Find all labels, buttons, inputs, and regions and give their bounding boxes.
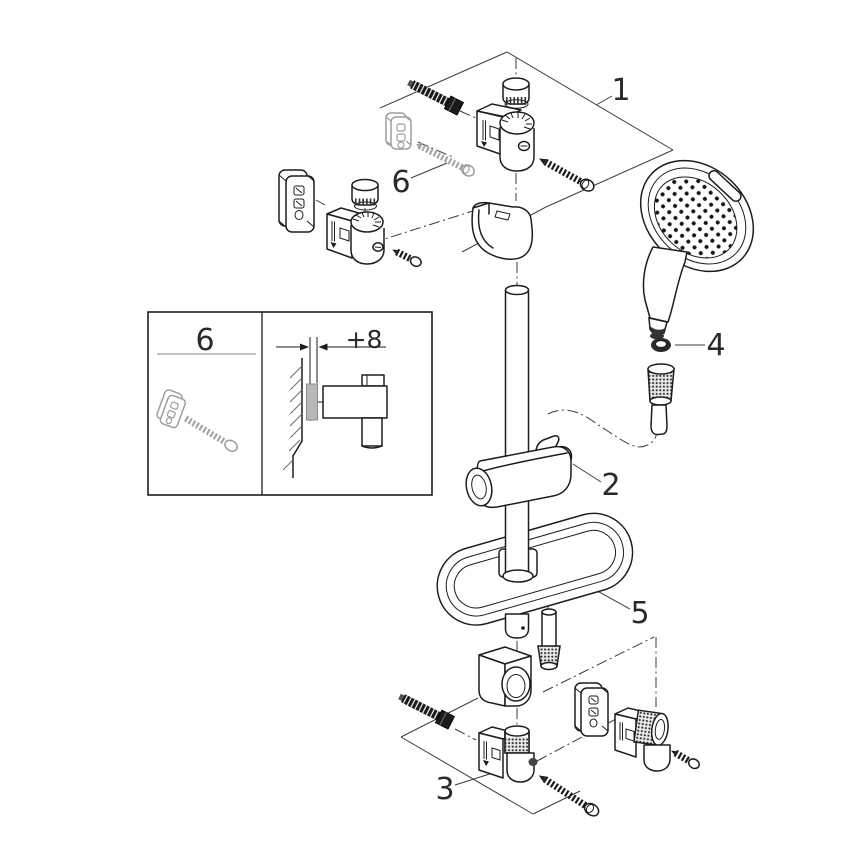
wall-section <box>282 358 303 478</box>
bracket-cap-left <box>351 178 379 211</box>
wall-plate-left <box>278 169 315 233</box>
callout-1: 1 <box>611 73 630 108</box>
inset-right-panel <box>276 337 388 478</box>
hose-washer <box>651 338 671 352</box>
bracket-screw-bottom <box>538 775 600 817</box>
holder-cover <box>471 201 534 260</box>
bracket-screw-left <box>392 248 422 268</box>
bracket-cap-top <box>502 77 530 109</box>
fixing-bolt-top <box>407 79 465 116</box>
bracket-screw-right <box>671 749 700 770</box>
wall-bracket-right <box>614 707 671 772</box>
inset-left-panel <box>156 353 256 452</box>
wall-plug-top <box>385 112 412 150</box>
plug-screw-top <box>416 142 475 177</box>
elbow-cover <box>478 646 532 707</box>
spline-ribs-left <box>352 212 381 228</box>
wall-bracket-top <box>476 103 535 172</box>
inset-callout-6: 6 <box>195 323 214 358</box>
bracket-side-view <box>318 374 388 449</box>
inset-dimension-label: +8 <box>346 325 383 354</box>
centerline-axes <box>315 58 658 762</box>
shower-holder-slider <box>465 435 573 509</box>
callout-labels: 1 2 3 4 5 6 6 +8 <box>195 73 725 807</box>
inset-box <box>147 311 433 496</box>
spline-ribs-top <box>501 112 532 130</box>
dimension-line <box>276 343 386 351</box>
callout-6: 6 <box>391 165 410 200</box>
callout-2: 2 <box>601 468 620 503</box>
shower-hose-upper <box>650 404 668 436</box>
hose-cone-nut <box>647 363 675 406</box>
wall-bracket-left <box>326 207 385 265</box>
wall-bracket-bottom <box>478 725 538 783</box>
callout-4: 4 <box>706 328 725 363</box>
callout-5: 5 <box>630 596 649 631</box>
callout-3: 3 <box>435 772 454 807</box>
wall-plate-right <box>574 682 609 737</box>
shower-hose-lower <box>537 608 561 671</box>
hand-shower <box>639 159 755 340</box>
fixing-bolt-bottom <box>398 693 456 730</box>
bracket-screw-top <box>539 158 595 192</box>
